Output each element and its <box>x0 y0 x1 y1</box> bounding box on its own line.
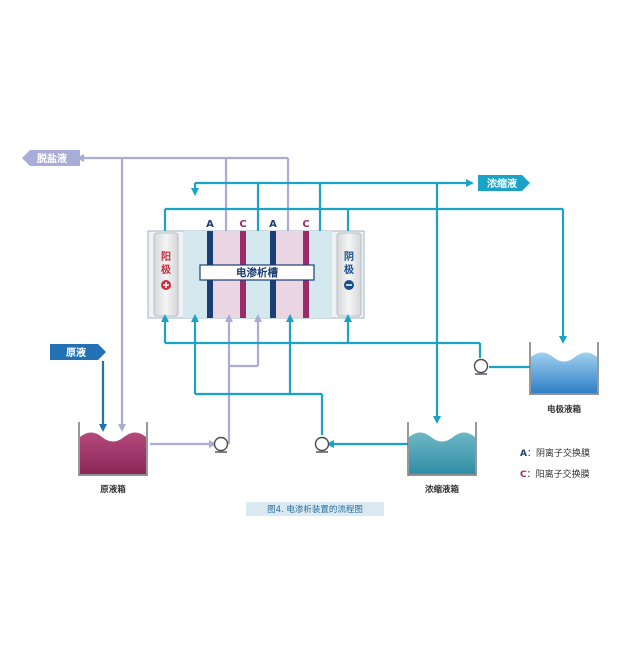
concentrate-flag: 浓缩液 <box>478 175 530 191</box>
pump-concentrate <box>314 436 330 453</box>
concentrate-tank-label: 浓缩液箱 <box>425 484 460 495</box>
membrane-label-a1: A <box>206 219 214 230</box>
anode-label-2: 极 <box>161 263 172 276</box>
electrode-tank-label: 电极液箱 <box>547 404 582 415</box>
concentrate-tank <box>407 422 477 476</box>
caption-text: 图4. 电渗析装置的流程图 <box>267 504 363 515</box>
electrodialysis-cell: 阳 极 阴 极 电渗析槽 A C A C <box>147 219 365 319</box>
desalted-label: 脱盐液 <box>37 152 67 165</box>
cathode-label-1: 阴 <box>344 251 354 263</box>
legend-item-cation: C：阳离子交换膜 <box>520 468 590 480</box>
legend: A：阴离子交换膜 C：阳离子交换膜 <box>520 447 590 480</box>
cell-label: 电渗析槽 <box>236 266 278 279</box>
caption: 图4. 电渗析装置的流程图 <box>246 502 384 516</box>
anode-label-1: 阳 <box>161 251 171 263</box>
cell-label-box <box>199 264 315 281</box>
raw-tank <box>78 422 148 476</box>
raw-liquid-label: 原液 <box>66 346 86 359</box>
legend-item-anion: A：阴离子交换膜 <box>520 447 590 459</box>
electrode-tank <box>529 342 599 395</box>
pump-electrode <box>473 358 489 375</box>
membrane-label-c1: C <box>239 219 246 230</box>
concentrate-label: 浓缩液 <box>487 177 517 190</box>
desalted-flag: 脱盐液 <box>22 150 80 166</box>
raw-liquid-flag: 原液 <box>50 344 106 360</box>
concentrate-lines <box>161 179 567 448</box>
membrane-label-c2: C <box>302 219 309 230</box>
pump-raw <box>213 436 229 453</box>
raw-tank-label: 原液箱 <box>100 484 126 495</box>
cathode-label-2: 极 <box>344 263 355 276</box>
membrane-label-a2: A <box>269 219 277 230</box>
